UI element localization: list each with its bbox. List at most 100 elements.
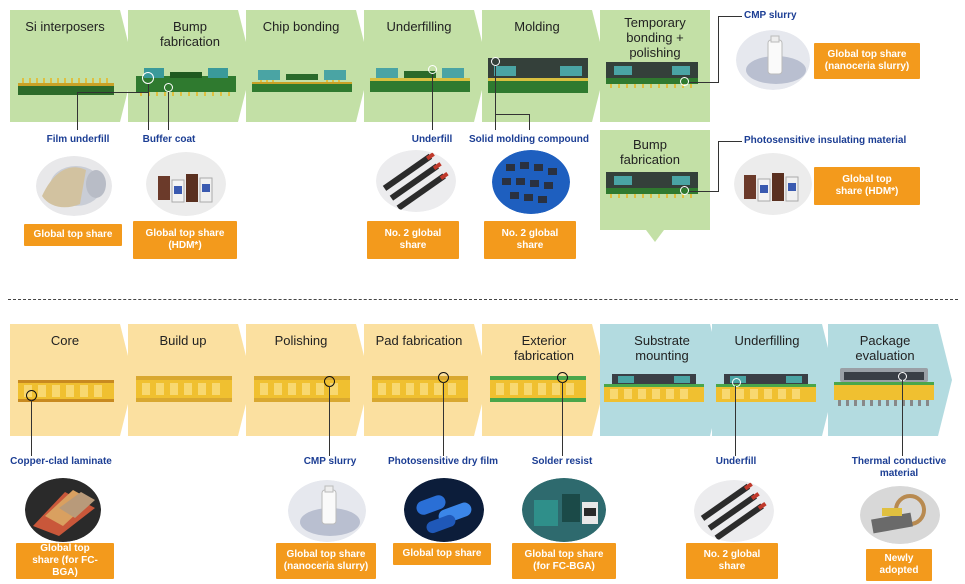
material-label-copper-clad-laminate: Copper-clad laminate [10, 456, 112, 467]
underfill-syringes-photo [694, 480, 774, 542]
dry-film-rolls-photo [404, 478, 484, 542]
pad-fabrication-illustration [372, 376, 468, 402]
step-title: Substrate mounting [634, 333, 690, 363]
leader-line [718, 141, 742, 142]
leader-line [562, 382, 563, 456]
package-evaluation-illustration [834, 368, 934, 406]
leader-line [718, 16, 719, 82]
material-label-solid-molding-compound: Solid molding compound [469, 134, 589, 145]
chip-bump-illustration [136, 68, 236, 96]
step-title: Chip bonding [262, 19, 340, 34]
process-step-underfilling: Underfilling [364, 10, 488, 122]
leader-line [77, 92, 149, 93]
location-marker [680, 77, 689, 86]
interposer-illustration [18, 78, 114, 95]
share-badge: Global top share (nanoceria slurry) [276, 543, 376, 579]
molding-compound-photo [492, 150, 570, 214]
section-divider [8, 299, 958, 300]
step-title: Polishing [274, 333, 328, 348]
cmp-slurry-photo [736, 30, 810, 90]
thermal-material-photo [860, 486, 940, 544]
step-title: Build up [159, 333, 207, 348]
material-label-underfill: Underfill [715, 456, 757, 467]
material-label-underfill: Underfill [411, 134, 453, 145]
share-badge: Global top share (HDM*) [133, 221, 237, 259]
share-badge: Global top share (nanoceria slurry) [814, 43, 920, 79]
solder-resist-photo [522, 478, 606, 542]
buffer-coat-bottles-photo [146, 152, 226, 216]
leader-line [902, 380, 903, 456]
leader-line [495, 66, 496, 130]
location-marker [142, 72, 154, 84]
leader-line [329, 386, 330, 456]
step-arrow-shape [246, 10, 370, 122]
material-label-solder-resist: Solder resist [531, 456, 593, 467]
location-marker [680, 186, 689, 195]
molding-illustration [488, 58, 588, 93]
location-marker [164, 83, 173, 92]
process-step-substrate-mounting: Substrate mounting [600, 324, 724, 436]
leader-line [718, 16, 742, 17]
leader-line [443, 382, 444, 456]
underfilling-illustration [370, 68, 470, 92]
process-step-core: Core [10, 324, 134, 436]
share-badge: No. 2 global share [686, 543, 778, 579]
step-title: Exterior fabrication [514, 333, 574, 363]
step-title: Molding [514, 19, 560, 34]
material-label-cmp-slurry: CMP slurry [303, 456, 357, 467]
bump-fabrication-illustration [606, 172, 698, 198]
share-badge: Global top share [393, 543, 491, 565]
leader-line [529, 114, 530, 130]
process-step-underfilling-2: Underfilling [712, 324, 836, 436]
share-badge: Global top share (for FC-BGA) [512, 543, 616, 579]
location-marker [428, 65, 437, 74]
share-badge: Newly adopted [866, 549, 932, 581]
chip-bonding-illustration [252, 70, 352, 92]
process-step-bump-fabrication-2: Bump fabrication [600, 130, 712, 244]
polishing-substrate-illustration [254, 376, 350, 402]
leader-line [31, 400, 32, 456]
material-label-cmp-slurry: CMP slurry [744, 10, 797, 21]
share-badge: No. 2 global share [367, 221, 459, 259]
step-title: Underfilling [734, 333, 800, 348]
film-underfill-photo [36, 156, 112, 216]
leader-line [689, 82, 719, 83]
leader-line [432, 74, 433, 130]
process-step-package-evaluation: Package evaluation [828, 324, 952, 436]
process-step-pad-fabrication: Pad fabrication [364, 324, 488, 436]
leader-line [735, 386, 736, 456]
step-title: Si interposers [25, 19, 105, 34]
process-step-molding: Molding [482, 10, 606, 122]
leader-line [718, 141, 719, 191]
material-label-buffer-coat: Buffer coat [142, 134, 196, 145]
process-step-build-up: Build up [128, 324, 252, 436]
process-step-temporary-bonding-polishing: Temporary bonding + polishing [600, 10, 724, 122]
exterior-fabrication-illustration [490, 376, 586, 402]
share-badge: Global top share [24, 224, 122, 246]
laminate-photo [25, 478, 101, 542]
insulating-material-photo [734, 153, 812, 215]
leader-line [689, 191, 719, 192]
leader-line [495, 114, 529, 115]
step-title: Underfilling [386, 19, 452, 34]
leader-line [148, 84, 149, 130]
polishing-illustration [606, 62, 698, 88]
step-title: Package evaluation [855, 333, 915, 363]
step-title: Core [50, 333, 80, 348]
substrate-mounting-illustration [604, 374, 704, 402]
process-step-exterior-fabrication: Exterior fabrication [482, 324, 606, 436]
step-title: Bump fabrication [620, 137, 680, 167]
share-badge: Global top share (for FC-BGA) [16, 543, 114, 579]
process-step-bump-fabrication: Bump fabrication [128, 10, 252, 122]
share-badge: Global top share (HDM*) [814, 167, 920, 205]
step-title: Pad fabrication [375, 333, 463, 348]
leader-line [168, 92, 169, 130]
process-step-polishing: Polishing [246, 324, 370, 436]
material-label-thermal-conductive: Thermal conductive material [851, 456, 947, 479]
share-badge: No. 2 global share [484, 221, 576, 259]
step-arrow-shape [364, 10, 488, 122]
material-label-photosensitive-dry-film: Photosensitive dry film [387, 456, 499, 467]
process-step-chip-bonding: Chip bonding [246, 10, 370, 122]
build-up-illustration [136, 376, 232, 402]
material-label-film-underfill: Film underfill [46, 134, 110, 145]
